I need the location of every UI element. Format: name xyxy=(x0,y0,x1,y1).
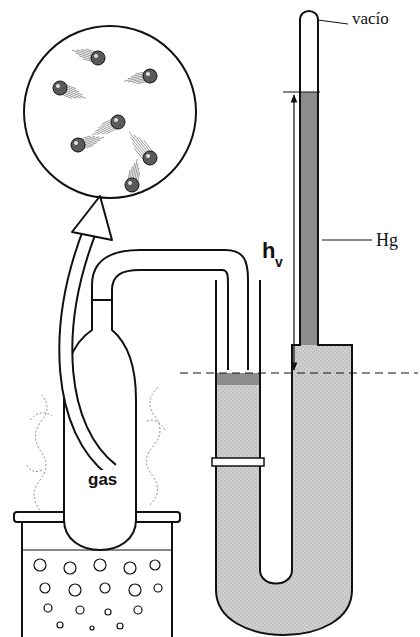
mercury xyxy=(216,92,352,635)
height-symbol: h xyxy=(262,240,275,262)
gas-molecules xyxy=(53,49,157,192)
leader-line xyxy=(322,240,372,241)
mercury-surface xyxy=(216,373,260,385)
zoom-circle xyxy=(24,26,196,198)
gas-molecule xyxy=(124,69,157,84)
dimension-arrow xyxy=(293,95,294,370)
tube-joint xyxy=(212,458,264,466)
zoom-arrow xyxy=(66,196,112,470)
gas-molecule xyxy=(125,159,140,192)
u-tube xyxy=(216,11,352,635)
gas-molecule xyxy=(92,115,125,135)
gas-molecule xyxy=(53,81,86,98)
vacuum-label: vacío xyxy=(352,10,389,27)
bubbles xyxy=(34,559,162,630)
connecting-tube xyxy=(92,250,248,370)
height-subscript: v xyxy=(275,255,283,269)
dimension-tick xyxy=(283,92,320,93)
level-line xyxy=(180,373,418,374)
leader-line xyxy=(318,20,348,24)
mercury-column xyxy=(301,92,317,345)
gas-molecule xyxy=(71,136,104,152)
gas-molecule xyxy=(129,132,157,165)
connecting-tube xyxy=(112,270,228,370)
gas-molecule xyxy=(72,49,105,65)
mercury-label: Hg xyxy=(376,231,398,249)
gas-label: gas xyxy=(86,470,119,489)
